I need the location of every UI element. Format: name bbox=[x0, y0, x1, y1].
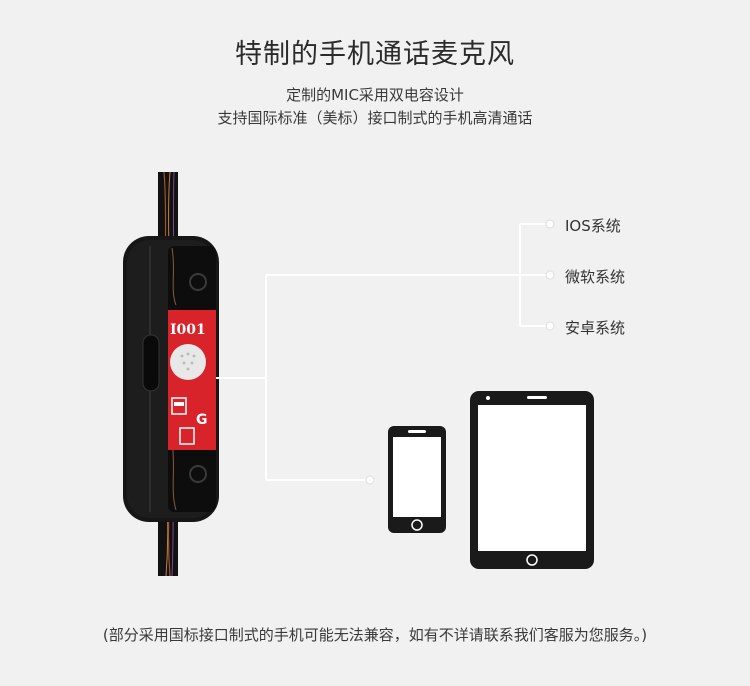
pcb-mark: G bbox=[196, 412, 208, 428]
pcb-board bbox=[168, 310, 216, 450]
tablet-icon bbox=[470, 391, 594, 569]
connector-lines bbox=[216, 223, 548, 481]
subtitle-line-2: 支持国际标准（美标）接口制式的手机高清通话 bbox=[217, 109, 533, 127]
smartphone-icon bbox=[388, 426, 446, 533]
system-option-android: 安卓系统 bbox=[565, 319, 626, 337]
pcb-label: I001 bbox=[170, 322, 206, 338]
microphone-housing: I001 G bbox=[123, 236, 219, 522]
node-dot bbox=[545, 321, 555, 331]
subtitle-line-1: 定制的MIC采用双电容设计 bbox=[286, 86, 464, 104]
footnote: (部分采用国标接口制式的手机可能无法兼容，如有不详请联系我们客服为您服务。) bbox=[102, 626, 648, 644]
mic-capsule bbox=[170, 344, 206, 380]
node-dot bbox=[365, 475, 375, 485]
page-title: 特制的手机通话麦克风 bbox=[235, 39, 515, 70]
system-option-windows: 微软系统 bbox=[565, 268, 626, 286]
system-option-ios: IOS系统 bbox=[565, 217, 621, 235]
node-dot bbox=[545, 270, 555, 280]
node-dot bbox=[545, 219, 555, 229]
